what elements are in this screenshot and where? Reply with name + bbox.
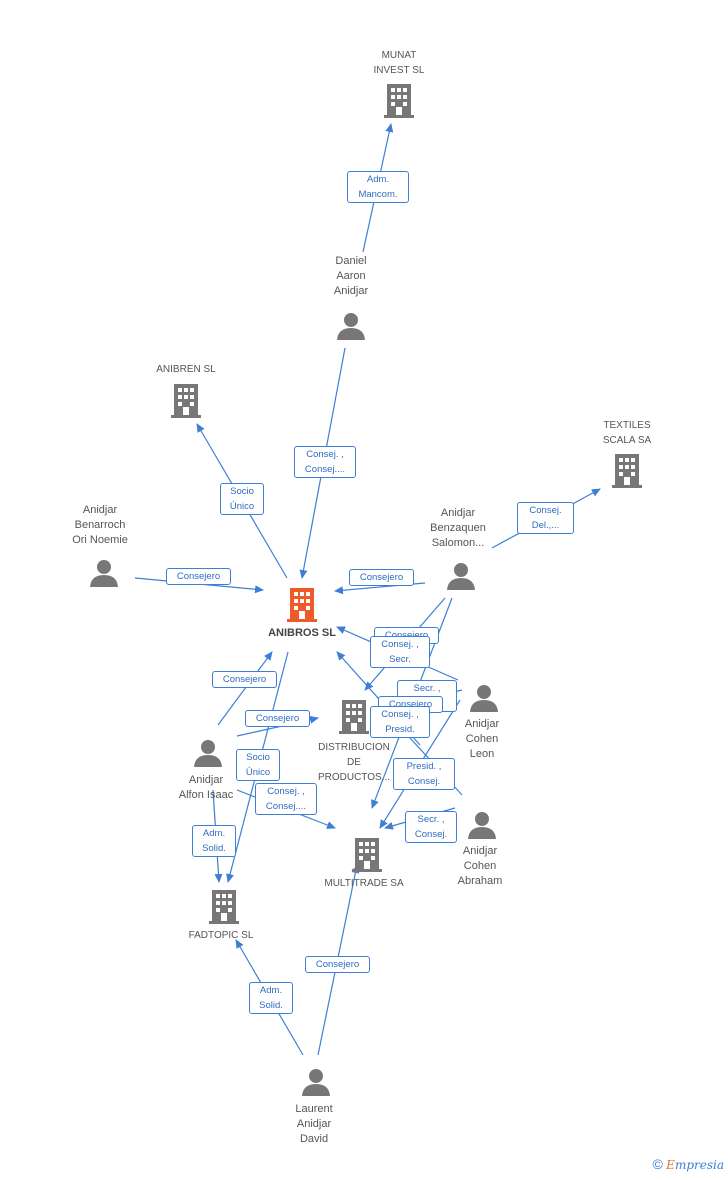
node-label: TEXTILES SCALA SA	[602, 420, 652, 446]
node-anidjar-alfon-isaac[interactable]: Anidjar Alfon Isaac	[176, 739, 236, 805]
node-label: Anidjar Cohen Leon	[464, 718, 500, 760]
node-distribucion-productos[interactable]: DISTRIBUCION DE PRODUCTOS...	[318, 700, 390, 786]
node-label: Anidjar Cohen Abraham	[457, 845, 503, 887]
edge-label-adm-solid[interactable]: Adm. Solid.	[192, 825, 236, 857]
building-icon	[209, 890, 239, 924]
node-label: Anidjar Benarroch Ori Noemie	[72, 504, 128, 546]
building-icon	[612, 454, 642, 488]
edge-label-adm-mancom[interactable]: Adm. Mancom.	[347, 171, 409, 203]
edge-label-consej-presid[interactable]: Consej. , Presid.	[370, 706, 430, 738]
node-anidjar-benzaquen[interactable]: Anidjar Benzaquen Salomon...	[428, 506, 488, 592]
edge-label-socio-unico[interactable]: Socio Único	[236, 749, 280, 781]
person-icon	[194, 740, 222, 767]
person-icon	[468, 812, 496, 839]
node-label: MUNAT INVEST SL	[373, 50, 425, 76]
node-anidjar-cohen-leon[interactable]: Anidjar Cohen Leon	[452, 684, 512, 764]
edge-label-consejero[interactable]: Consejero	[212, 671, 277, 688]
building-icon	[384, 84, 414, 118]
person-icon	[90, 560, 118, 587]
edge-label-presid-consej[interactable]: Presid. , Consej.	[393, 758, 455, 790]
node-multitrade[interactable]: MULTITRADE SA	[324, 838, 404, 892]
edge-alfon-anibros	[217, 651, 273, 726]
edge-label-consej-del[interactable]: Consej. Del.,...	[517, 502, 574, 534]
node-daniel-aaron-anidjar[interactable]: Daniel Aaron Anidjar	[321, 254, 381, 342]
edge-label-secr-consej[interactable]: Secr. , Consej.	[405, 811, 457, 843]
edge-label-consej-secr[interactable]: Consej. , Secr.	[370, 636, 430, 668]
brand-name: mpresia	[674, 1158, 724, 1172]
person-icon	[302, 1069, 330, 1096]
node-label: ANIBROS SL	[268, 627, 336, 639]
node-anibros-main[interactable]: ANIBROS SL	[268, 588, 336, 644]
node-label: Anidjar Benzaquen Salomon...	[430, 507, 486, 549]
node-anidjar-cohen-abraham[interactable]: Anidjar Cohen Abraham	[450, 811, 510, 891]
person-icon	[447, 563, 475, 590]
node-anidjar-benarroch[interactable]: Anidjar Benarroch Ori Noemie	[70, 503, 130, 589]
building-icon	[287, 588, 317, 622]
person-icon	[337, 313, 365, 340]
node-textiles-scala[interactable]: TEXTILES SCALA SA	[597, 418, 657, 490]
node-anibren[interactable]: ANIBREN SL	[156, 362, 216, 420]
edge-label-consejero[interactable]: Consejero	[305, 956, 370, 973]
edge-label-consej-consej[interactable]: Consej. , Consej....	[294, 446, 356, 478]
edge-label-consejero[interactable]: Consejero	[245, 710, 310, 727]
node-munat-invest[interactable]: MUNAT INVEST SL	[369, 48, 429, 123]
edge-label-consejero[interactable]: Consejero	[349, 569, 414, 586]
node-label: Anidjar Alfon Isaac	[178, 774, 234, 801]
node-label: FADTOPIC SL	[188, 930, 254, 941]
brand-initial: E	[666, 1158, 675, 1172]
edge-label-socio-unico[interactable]: Socio Único	[220, 483, 264, 515]
node-label: Laurent Anidjar David	[295, 1103, 333, 1145]
node-fadtopic[interactable]: FADTOPIC SL	[189, 890, 253, 944]
person-icon	[470, 685, 498, 712]
copyright-icon: ©	[652, 1156, 663, 1172]
node-label: MULTITRADE SA	[324, 878, 404, 889]
node-label: Daniel Aaron Anidjar	[333, 255, 369, 297]
building-icon	[339, 700, 369, 734]
node-laurent-anidjar-david[interactable]: Laurent Anidjar David	[284, 1068, 344, 1148]
node-label: ANIBREN SL	[156, 364, 216, 375]
edge-label-consej-consej[interactable]: Consej. , Consej....	[255, 783, 317, 815]
edge-label-adm-solid[interactable]: Adm. Solid.	[249, 982, 293, 1014]
empresia-credit: © Empresia	[653, 1156, 725, 1172]
edge-label-consejero[interactable]: Consejero	[166, 568, 231, 585]
building-icon	[352, 838, 382, 872]
building-icon	[171, 384, 201, 418]
node-label: DISTRIBUCION DE PRODUCTOS...	[317, 742, 391, 783]
